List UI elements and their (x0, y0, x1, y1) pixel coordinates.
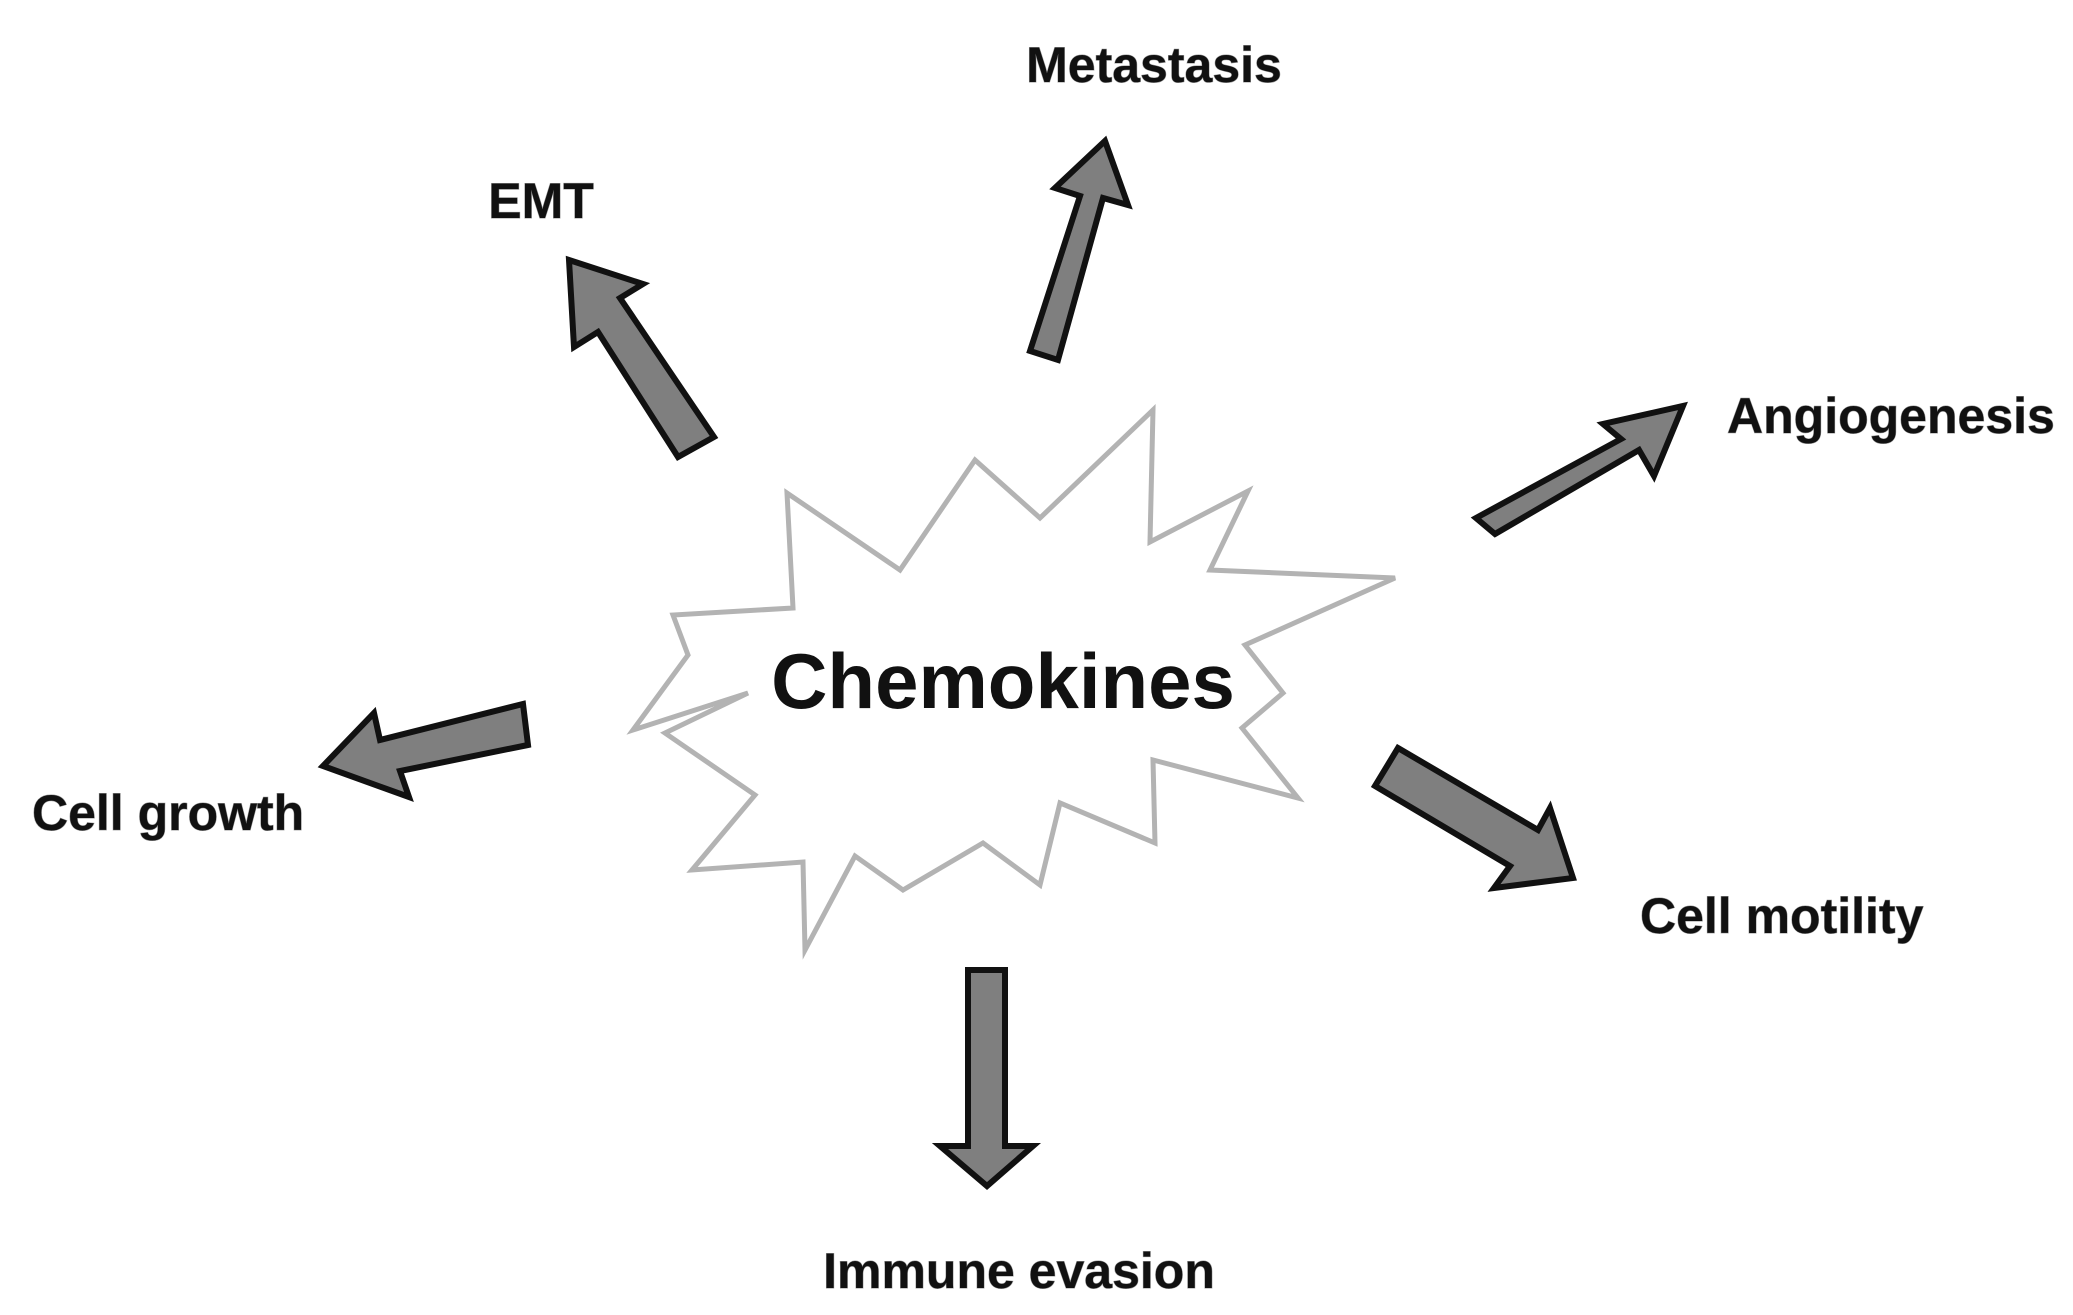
label-cell-growth: Cell growth (32, 785, 304, 841)
label-angiogenesis: Angiogenesis (1727, 388, 2055, 444)
arrow-to-immune-evasion (931, 967, 1042, 1190)
label-emt: EMT (488, 173, 594, 229)
arrow-to-metastasis (1026, 135, 1133, 364)
label-cell-motility: Cell motility (1640, 888, 1924, 944)
arrow-to-cell-motility (1370, 743, 1577, 892)
label-immune-evasion: Immune evasion (823, 1243, 1215, 1299)
arrow-to-emt (565, 255, 719, 461)
arrow-to-cell-growth (317, 700, 532, 802)
label-metastasis: Metastasis (1026, 37, 1282, 93)
starburst-shape (626, 404, 1397, 960)
arrow-to-angiogenesis (1470, 401, 1688, 538)
center-label: Chemokines (771, 637, 1235, 725)
